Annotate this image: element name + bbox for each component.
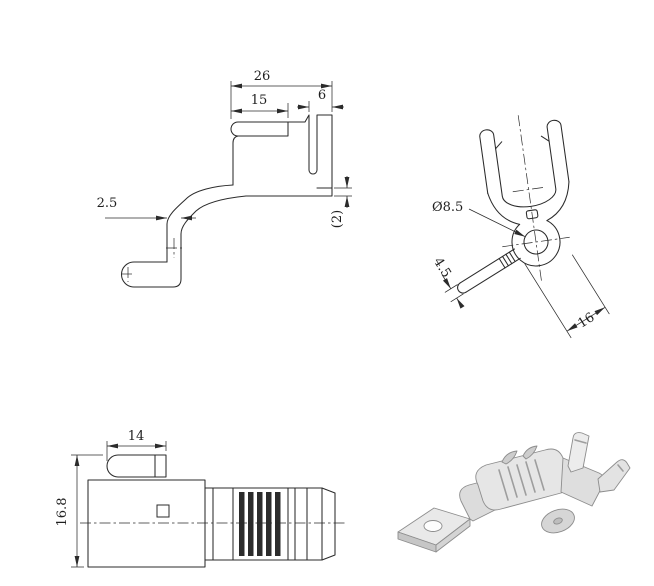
iso-serration-ridges <box>498 459 545 501</box>
leader-line-hole <box>468 208 526 238</box>
profile-barrel-outline <box>204 487 323 561</box>
dim-notch-width-text: 6 <box>318 88 326 103</box>
fork-fillet-right <box>546 181 570 222</box>
fork-outline <box>479 119 570 208</box>
iso-view <box>397 432 631 553</box>
iso-flag-dimple <box>553 517 563 525</box>
iso-prong-right-notch <box>617 464 624 472</box>
dim-arrow-45-b <box>441 274 452 289</box>
iso-barrel-wing-left <box>501 450 518 465</box>
iso-prong-upper <box>567 432 590 473</box>
side-left-edge <box>232 135 239 186</box>
iso-tongue-right-edge <box>435 518 471 553</box>
dim-line-16 <box>566 306 606 332</box>
dim-tab-width-text: 15 <box>251 93 268 108</box>
dim-hole-diameter-text: Ø8.5 <box>432 200 463 215</box>
fork-view: 4.5 16 Ø8.5 <box>430 115 610 339</box>
serration-bar <box>239 492 245 556</box>
iso-crimp-barrel <box>475 448 573 511</box>
iso-barrel-wing-right <box>522 445 538 460</box>
side-view: 26 15 6 2.5 (2) <box>97 69 352 288</box>
arm-edge-bottom <box>459 248 515 284</box>
dim-flag-width-text: 16 <box>575 310 597 331</box>
dim-total-width-text: 26 <box>254 69 271 84</box>
ext-line <box>524 263 572 339</box>
prong-barb-right <box>540 135 550 142</box>
fork-axis-centerline <box>517 115 542 282</box>
serration-bar <box>248 492 254 556</box>
iso-hole <box>423 520 443 532</box>
side-upper-body-outline <box>245 114 333 197</box>
side-bend-outer <box>166 184 234 263</box>
dim-tab-length-text: 14 <box>128 429 145 444</box>
serration-bar <box>266 492 272 556</box>
profile-view: 14 16.8 <box>55 429 345 568</box>
dim-edge-offset-text: (2) <box>330 210 345 228</box>
dim-arrow-45-a <box>456 297 465 309</box>
profile-bell-mouth <box>321 487 336 561</box>
arm-serration-ticks <box>498 251 516 269</box>
dim-thickness-text: 2.5 <box>97 196 118 211</box>
locking-detent <box>156 504 170 518</box>
saddle-centerline <box>512 186 545 193</box>
side-bend-inner-foot <box>120 195 247 288</box>
iso-prong-right <box>597 459 631 493</box>
prong-barb-left <box>495 141 503 150</box>
iso-prong-upper-notch <box>574 439 587 444</box>
dim-overall-height-text: 16.8 <box>55 498 70 527</box>
arm-tip-cap <box>457 282 467 294</box>
hole-centerline <box>502 236 570 248</box>
ext-line <box>444 284 464 303</box>
arm-edge-top <box>465 257 521 293</box>
ext-line <box>571 254 610 315</box>
fork-fillet-left <box>487 192 521 225</box>
profile-tab-outline <box>106 454 167 478</box>
dim-arm-width-text: 4.5 <box>430 255 454 280</box>
profile-body-outline <box>87 479 206 568</box>
serration-bar <box>257 492 263 556</box>
boss-outline <box>511 220 561 267</box>
side-tab-outline <box>230 121 289 137</box>
fork-body-group <box>479 115 570 282</box>
serration-bar <box>275 492 281 556</box>
